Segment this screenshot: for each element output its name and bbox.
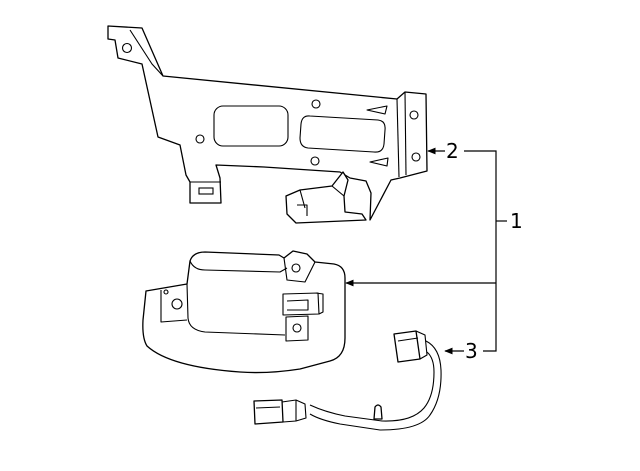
harness-connector-upper (393, 330, 421, 363)
module-body (142, 250, 346, 374)
control-module (142, 250, 346, 374)
bracket-hole (195, 134, 205, 144)
harness-cable (309, 340, 442, 431)
bracket-hole (311, 99, 321, 109)
harness-clip (373, 404, 383, 420)
bracket-slot (213, 105, 289, 147)
module-mount-hole (291, 263, 301, 273)
bracket-slot (299, 115, 386, 153)
bracket-hole (121, 42, 133, 54)
bracket-foot-slot (198, 187, 214, 195)
bracket-hole (411, 152, 421, 162)
wire-harness (253, 330, 442, 431)
harness-connector-lower (253, 399, 284, 425)
leader-bracket (464, 150, 497, 352)
mounting-bracket (107, 25, 428, 224)
callout-3: 3 (465, 339, 478, 363)
bracket-hole (409, 110, 419, 120)
module-mount-hole (292, 323, 302, 333)
callout-2: 2 (446, 139, 459, 163)
bracket-hook (285, 171, 367, 224)
callout-1: 1 (510, 209, 523, 233)
module-mount-hole (171, 298, 183, 310)
bracket-hole (310, 156, 320, 166)
callout-leaders (345, 147, 507, 355)
